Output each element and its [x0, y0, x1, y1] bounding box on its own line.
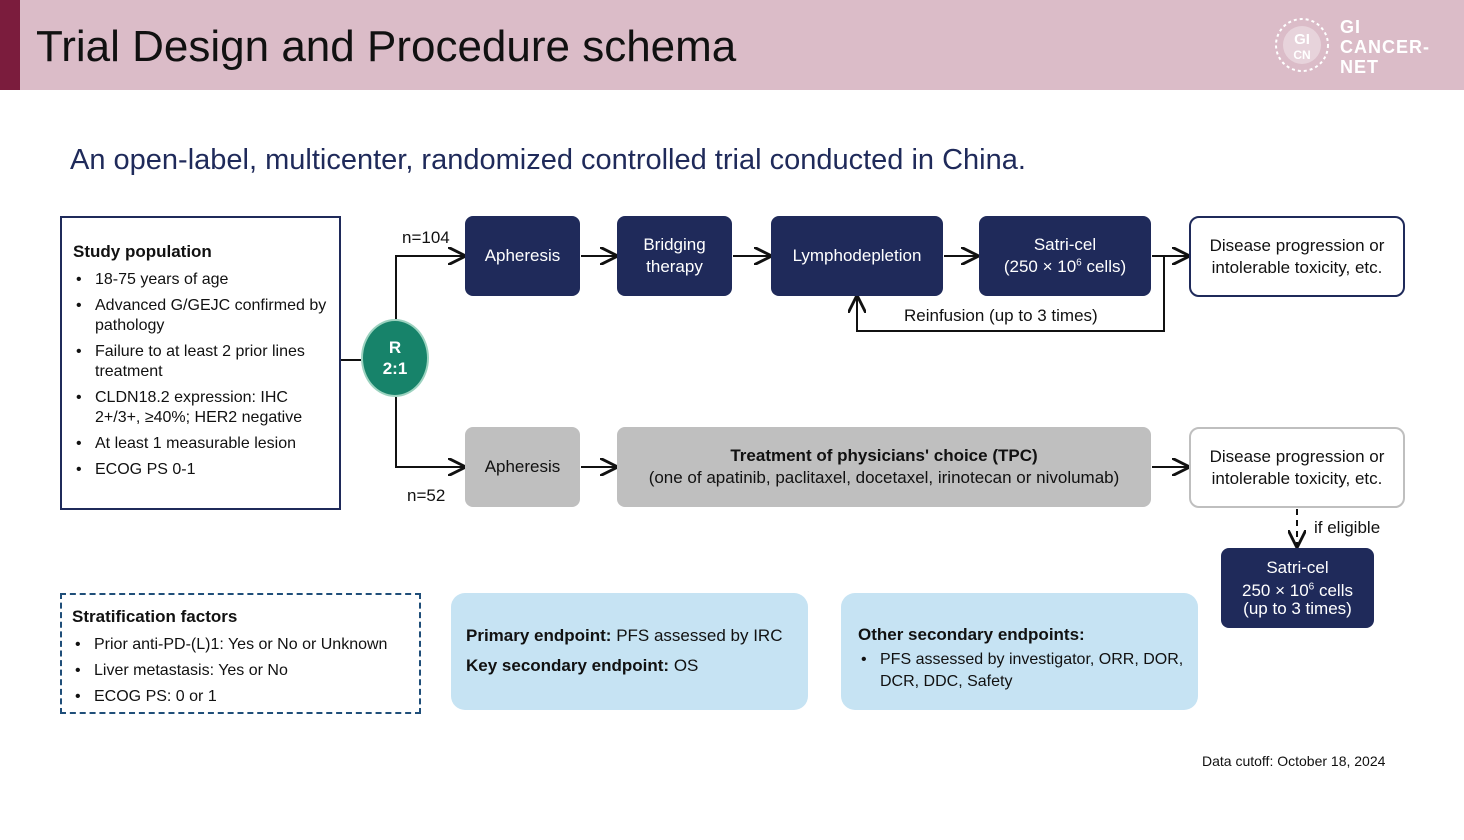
tpc-title: Treatment of physicians' choice (TPC)	[730, 446, 1038, 465]
arm1-bridging-step: Bridging therapy	[617, 216, 732, 296]
svg-text:GI: GI	[1294, 31, 1310, 48]
randomization-ratio: 2:1	[382, 359, 408, 378]
list-item: At least 1 measurable lesion	[73, 434, 329, 454]
study-population-box: Study population 18-75 years of age Adva…	[60, 216, 341, 510]
tpc-detail: (one of apatinib, paclitaxel, docetaxel,…	[648, 468, 1120, 487]
arm1-satri-cel-step: Satri-cel (250 × 106 cells)	[979, 216, 1151, 296]
arm1-outcome-box: Disease progression or intolerable toxic…	[1189, 216, 1405, 297]
other-secondary-title: Other secondary endpoints:	[858, 625, 1085, 644]
list-item: Advanced G/GEJC confirmed by pathology	[73, 296, 329, 336]
crossover-satri-cel-box: Satri-cel 250 × 106 cells (up to 3 times…	[1221, 548, 1374, 628]
data-cutoff-note: Data cutoff: October 18, 2024	[1202, 753, 1386, 769]
if-eligible-label: if eligible	[1314, 518, 1381, 537]
primary-endpoint-label: Primary endpoint:	[466, 626, 612, 645]
study-population-title: Study population	[73, 242, 212, 261]
subtitle: An open-label, multicenter, randomized c…	[70, 144, 1026, 176]
list-item: ECOG PS: 0 or 1	[72, 687, 409, 707]
stratification-title: Stratification factors	[72, 607, 238, 626]
arm1-n-label: n=104	[402, 228, 450, 247]
study-population-list: 18-75 years of age Advanced G/GEJC confi…	[73, 270, 329, 480]
page-title: Trial Design and Procedure schema	[36, 22, 737, 71]
arm2-apheresis-step: Apheresis	[465, 427, 580, 507]
randomization-node: R 2:1	[361, 319, 429, 397]
primary-endpoint-box: Primary endpoint: PFS assessed by IRC Ke…	[451, 593, 808, 710]
list-item: 18-75 years of age	[73, 270, 329, 290]
arm1-lymphodepletion-step: Lymphodepletion	[771, 216, 943, 296]
arm1-apheresis-step: Apheresis	[465, 216, 580, 296]
list-item: Failure to at least 2 prior lines treatm…	[73, 342, 329, 382]
list-item: PFS assessed by investigator, ORR, DOR, …	[858, 649, 1184, 693]
reinfusion-label: Reinfusion (up to 3 times)	[904, 306, 1098, 325]
list-item: ECOG PS 0-1	[73, 460, 329, 480]
header-accent	[0, 0, 20, 90]
logo-wordmark: GI CANCER- NET	[1340, 17, 1430, 77]
other-secondary-endpoints-box: Other secondary endpoints: PFS assessed …	[841, 593, 1198, 710]
svg-text:CN: CN	[1293, 48, 1310, 62]
key-secondary-label: Key secondary endpoint:	[466, 656, 670, 675]
arm2-tpc-step: Treatment of physicians' choice (TPC) (o…	[617, 427, 1151, 507]
arm2-outcome-box: Disease progression or intolerable toxic…	[1189, 427, 1405, 508]
list-item: CLDN18.2 expression: IHC 2+/3+, ≥40%; HE…	[73, 388, 329, 428]
gi-cancer-net-logo: GI CN	[1275, 18, 1329, 72]
stratification-list: Prior anti-PD-(L)1: Yes or No or Unknown…	[72, 635, 409, 707]
arm2-n-label: n=52	[407, 486, 446, 505]
list-item: Prior anti-PD-(L)1: Yes or No or Unknown	[72, 635, 409, 655]
primary-endpoint-value: PFS assessed by IRC	[611, 626, 783, 645]
header-bar	[0, 0, 1464, 90]
key-secondary-value: OS	[669, 656, 699, 675]
list-item: Liver metastasis: Yes or No	[72, 661, 409, 681]
randomization-letter: R	[388, 338, 402, 357]
stratification-box: Stratification factors Prior anti-PD-(L)…	[60, 593, 421, 714]
